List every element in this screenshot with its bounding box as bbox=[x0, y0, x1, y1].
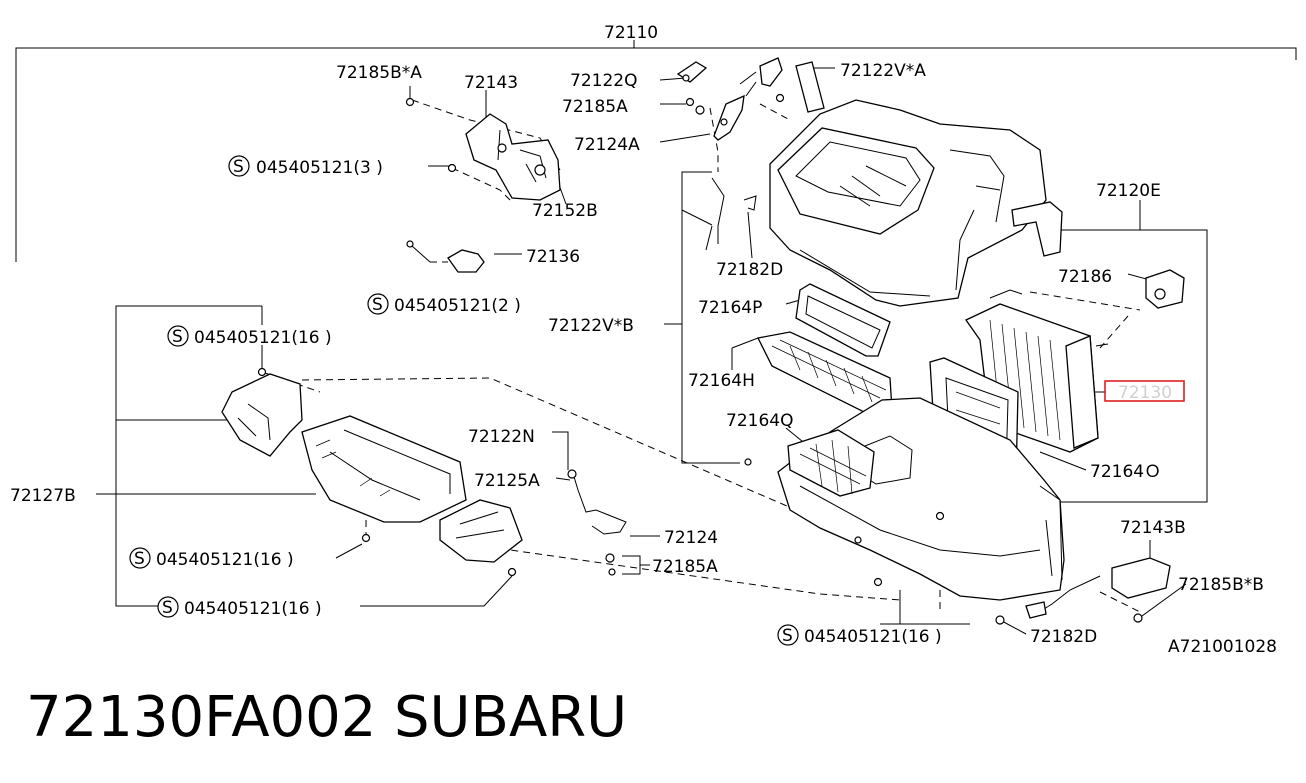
parts-diagram: S S S S S S 72110 72185B*A 72143 72122Q … bbox=[10, 23, 1297, 657]
label-72182D-top[interactable]: 72182D bbox=[716, 260, 783, 280]
bolt-symbol: S bbox=[233, 157, 244, 177]
label-72164Q[interactable]: 72164Q bbox=[726, 411, 793, 431]
label-72122Q[interactable]: 72122Q bbox=[570, 71, 637, 91]
label-72136[interactable]: 72136 bbox=[526, 247, 580, 267]
label-bolt-3[interactable]: 045405121(3 ) bbox=[256, 158, 383, 178]
label-bolt-16-b[interactable]: 045405121(16 ) bbox=[156, 550, 294, 570]
label-72143[interactable]: 72143 bbox=[464, 73, 518, 93]
label-72152B[interactable]: 72152B bbox=[532, 201, 598, 221]
label-72164H[interactable]: 72164H bbox=[688, 371, 755, 391]
bolt-symbol: S bbox=[162, 598, 173, 618]
part-labels: 72110 72185B*A 72143 72122Q 72185A 72124… bbox=[10, 23, 1277, 657]
duct-72127B bbox=[221, 367, 523, 577]
label-72125A[interactable]: 72125A bbox=[474, 471, 540, 491]
label-bolt-16-a[interactable]: 045405121(16 ) bbox=[194, 328, 332, 348]
bracket-72143 bbox=[405, 97, 561, 201]
label-72185BA-top[interactable]: 72185B*A bbox=[336, 63, 422, 83]
filter-72164P bbox=[795, 283, 891, 357]
bolt-symbol: S bbox=[782, 626, 793, 646]
bolt-symbol: S bbox=[172, 327, 183, 347]
small-parts bbox=[406, 240, 1185, 625]
heater-case-lower bbox=[777, 397, 1065, 601]
label-bolt-16-c[interactable]: 045405121(16 ) bbox=[184, 599, 322, 619]
label-72186[interactable]: 72186 bbox=[1058, 267, 1112, 287]
leader-lines bbox=[15, 40, 1297, 635]
label-72120E[interactable]: 72120E bbox=[1096, 181, 1161, 201]
label-72122VB[interactable]: 72122V*B bbox=[548, 316, 634, 336]
label-72182D-bottom[interactable]: 72182D bbox=[1030, 627, 1097, 647]
label-72110[interactable]: 72110 bbox=[604, 23, 658, 43]
highlight-box bbox=[1104, 380, 1185, 402]
label-72127B[interactable]: 72127B bbox=[10, 486, 76, 506]
label-72124[interactable]: 72124 bbox=[664, 528, 718, 548]
label-72122N[interactable]: 72122N bbox=[468, 427, 535, 447]
label-72164P[interactable]: 72164P bbox=[698, 298, 762, 318]
label-72185A-top[interactable]: 72185A bbox=[562, 97, 628, 117]
label-72124A[interactable]: 72124A bbox=[574, 135, 640, 155]
label-72130[interactable]: 72130 bbox=[1118, 383, 1172, 403]
label-72185A-bottom[interactable]: 72185A bbox=[652, 557, 718, 577]
heater-case-upper bbox=[769, 99, 1063, 307]
label-bolt-2[interactable]: 045405121(2 ) bbox=[394, 296, 521, 316]
figure-code: A721001028 bbox=[1168, 637, 1277, 657]
label-72185BB[interactable]: 72185B*B bbox=[1178, 575, 1264, 595]
bolt-symbols: S S S S S S bbox=[129, 155, 799, 646]
lever-links-top bbox=[676, 57, 825, 251]
bolt-symbol: S bbox=[134, 549, 145, 569]
label-72164O[interactable]: 72164Ｏ bbox=[1090, 462, 1161, 482]
bolt-symbol: S bbox=[372, 295, 383, 315]
brand-caption: SUBARU bbox=[394, 685, 628, 750]
label-72143B[interactable]: 72143B bbox=[1120, 518, 1186, 538]
label-72122VA[interactable]: 72122V*A bbox=[840, 61, 926, 81]
part-number-caption: 72130FA002 bbox=[26, 685, 377, 750]
label-bolt-16-d[interactable]: 045405121(16 ) bbox=[804, 627, 942, 647]
